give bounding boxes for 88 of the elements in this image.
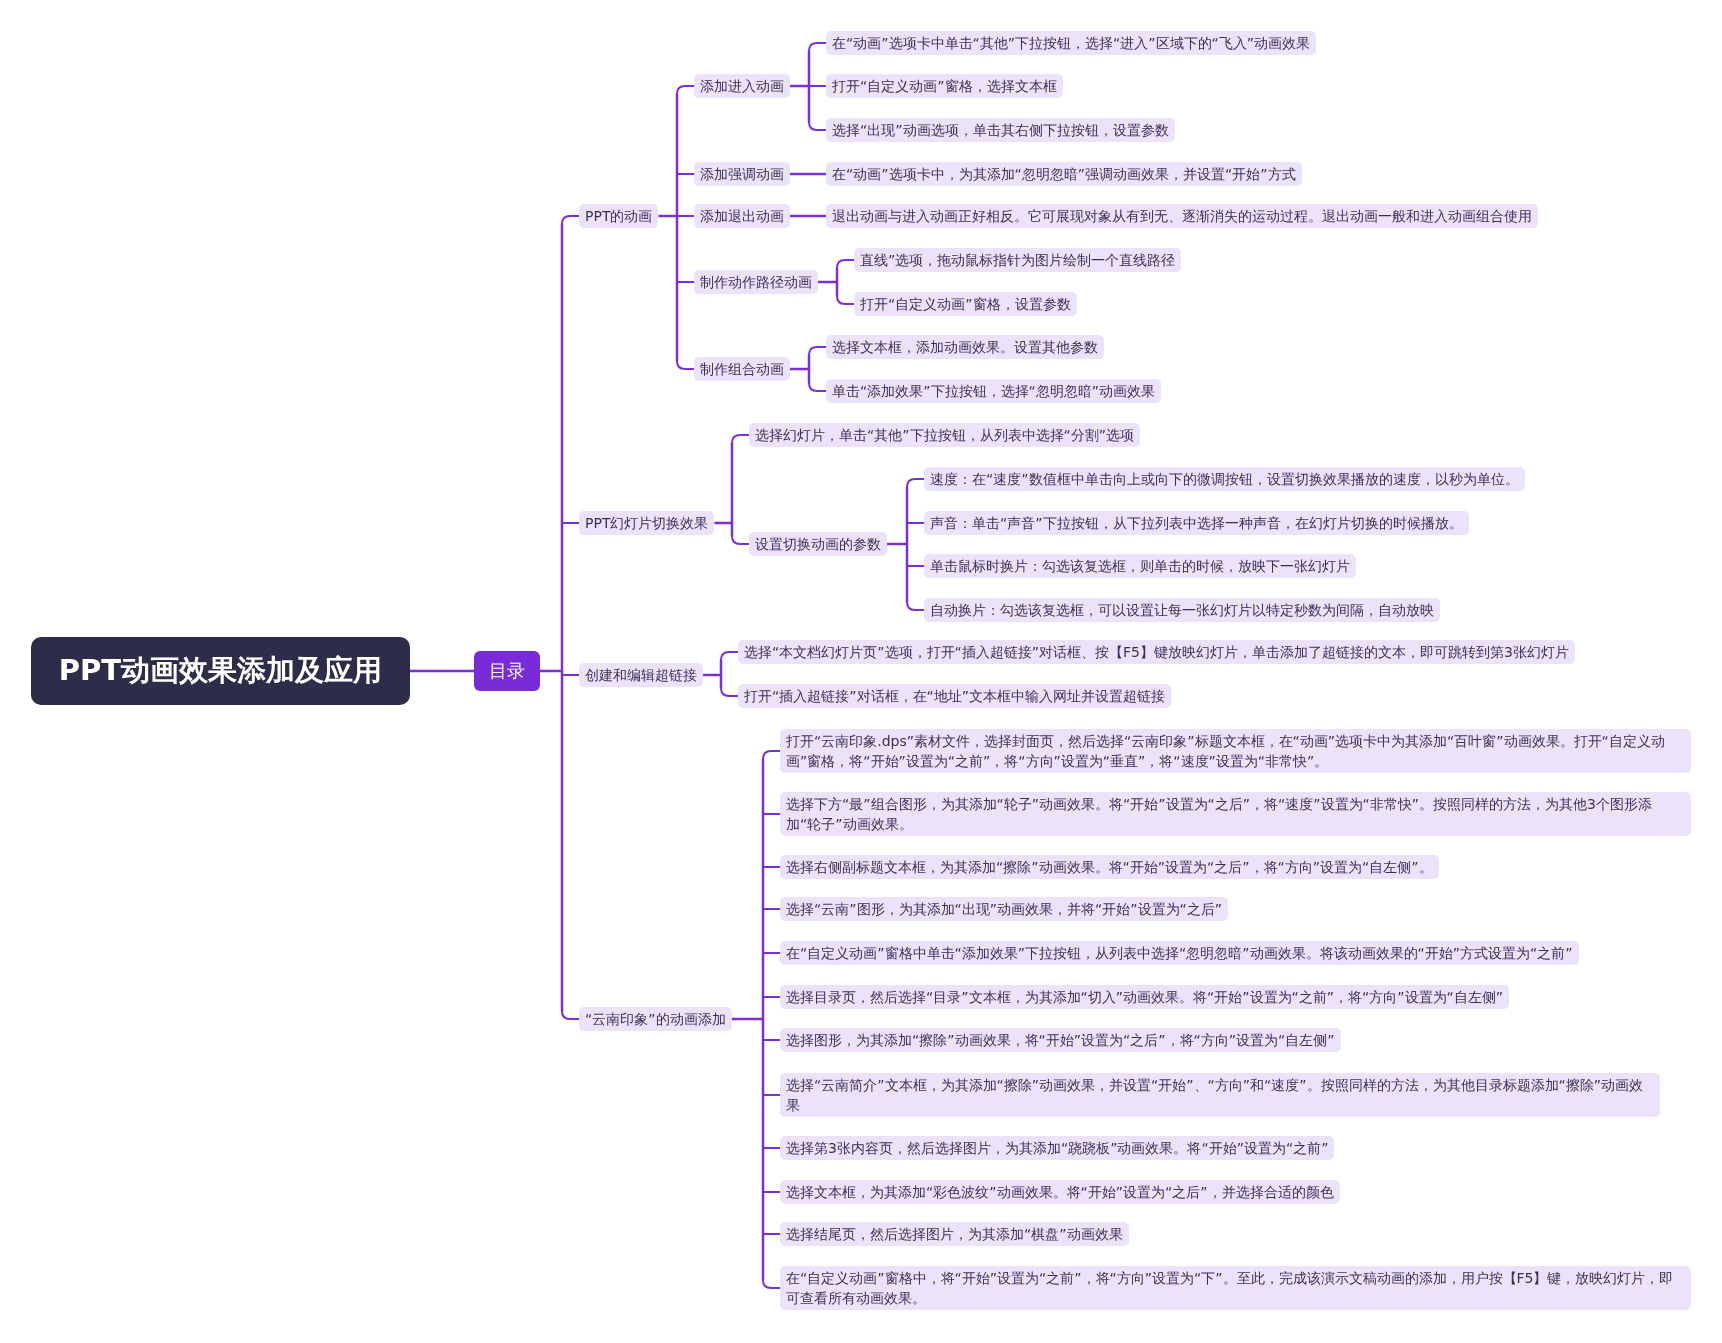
leaf-topic: 直线”选项，拖动鼠标指针为图片绘制一个直线路径 [854, 248, 1182, 272]
connector-line [808, 42, 827, 52]
connector-line [762, 1279, 781, 1289]
leaf-topic: 选择下方“最”组合图形，为其添加“轮子”动画效果。将“开始”设置为“之后”，将“速度”设置为“非常快”。按照同样的方法，为其他3个图形添加“轮子”动画效果。 [780, 792, 1691, 836]
leaf-topic: 打开“自定义动画”窗格，设置参数 [854, 292, 1077, 316]
connector-line [720, 687, 739, 697]
connector-line [790, 172, 826, 176]
leaf-topic: 速度：在“速度”数值框中单击向上或向下的微调按钮，设置切换效果播放的速度，以秒为单位。 [924, 467, 1525, 491]
connector-line [720, 651, 739, 661]
leaf-topic: 选择“云南”图形，为其添加“出现”动画效果，并将“开始”设置为“之后” [780, 897, 1229, 921]
connector-line [676, 281, 695, 283]
leaf-topic: 在“动画”选项卡中单击“其他”下拉按钮，选择“进入”区域下的“飞入”动画效果 [826, 31, 1317, 55]
connector-trunk [701, 658, 723, 690]
leaf-topic: 选择文本框，为其添加“彩色波纹”动画效果。将“开始”设置为“之后”，并选择合适的颜色 [780, 1180, 1340, 1204]
leaf-topic: 在“自定义动画”窗格中单击“添加效果”下拉按钮，从列表中选择“忽明忽暗”动画效果。将该动画效果的“开始”方式设置为“之前” [780, 941, 1579, 965]
connector-trunk [885, 485, 909, 604]
connector-line [808, 346, 827, 356]
leaf-topic: 打开“自定义动画”窗格，选择文本框 [826, 74, 1063, 98]
connector-line [762, 952, 781, 954]
branch-topic: 添加退出动画 [694, 204, 790, 228]
connector-line [906, 565, 925, 567]
connector-trunk [713, 441, 734, 538]
branch-topic: 添加强调动画 [694, 162, 790, 186]
connector-line [762, 1191, 781, 1193]
leaf-topic: 选择“出现”动画选项，单击其右侧下拉按钮，设置参数 [826, 118, 1175, 142]
leaf-topic: 在“自定义动画”窗格中，将“开始”设置为“之前”，将“方向”设置为“下”。至此，完成该演示文稿动画的添加，用户按【F5】键，放映幻灯片，即可查看所有动画效果。 [780, 1266, 1691, 1310]
leaf-topic: 选择“本文档幻灯片页”选项，打开“插入超链接”对话框、按【F5】键放映幻灯片，单击添加了超链接的文本，即可跳转到第3张幻灯片 [738, 640, 1575, 664]
branch-topic: PPT幻灯片切换效果 [579, 511, 715, 535]
connector-line [836, 259, 855, 269]
connector-line [561, 522, 580, 524]
leaf-topic: 选择文本框，添加动画效果。设置其他参数 [826, 335, 1104, 359]
connector-line [762, 750, 781, 760]
connector-line [790, 214, 826, 218]
connector-line [906, 601, 925, 611]
hub-topic: 目录 [474, 651, 540, 691]
branch-topic: 制作组合动画 [694, 357, 790, 381]
connector-line [762, 866, 781, 868]
connector-line [762, 813, 781, 815]
central-topic: PPT动画效果添加及应用 [31, 637, 410, 705]
leaf-topic: 选择幻灯片，单击“其他”下拉按钮，从列表中选择“分割”选项 [749, 423, 1140, 447]
connector-trunk [816, 266, 839, 298]
leaf-topic: 选择目录页，然后选择“目录”文本框，为其添加“切入”动画效果。将“开始”设置为“之前”，将“方向”设置为“自左侧” [780, 985, 1510, 1009]
leaf-topic: 打开“插入超链接”对话框，在“地址”文本框中输入网址并设置超链接 [738, 684, 1171, 708]
connector-line [808, 382, 827, 392]
connector-trunk [730, 757, 765, 1282]
connector-trunk [657, 92, 679, 363]
connector-line [410, 669, 474, 673]
connector-trunk [538, 222, 564, 1013]
connector-line [731, 434, 750, 444]
connector-line [762, 1094, 781, 1096]
connector-line [561, 215, 580, 225]
branch-topic: 制作动作路径动画 [694, 270, 818, 294]
connector-line [762, 1233, 781, 1235]
leaf-topic: 单击鼠标时换片：勾选该复选框，则单击的时候，放映下一张幻灯片 [924, 554, 1356, 578]
leaf-topic: 选择图形，为其添加“擦除”动画效果，将“开始”设置为“之后”，将“方向”设置为“自左侧” [780, 1028, 1341, 1052]
leaf-topic: 选择第3张内容页，然后选择图片，为其添加“跷跷板”动画效果。将“开始”设置为“之前” [780, 1136, 1335, 1160]
connector-line [906, 478, 925, 488]
leaf-topic: 选择右侧副标题文本框，为其添加“擦除”动画效果。将“开始”设置为“之后”，将“方向”设置为“自左侧”。 [780, 855, 1439, 879]
connector-line [762, 1039, 781, 1041]
branch-topic: PPT的动画 [579, 204, 659, 228]
connector-trunk [788, 353, 811, 385]
connector-line [762, 996, 781, 998]
leaf-topic: 声音：单击“声音”下拉按钮，从下拉列表中选择一种声音，在幻灯片切换的时候播放。 [924, 511, 1469, 535]
branch-topic: 创建和编辑超链接 [579, 663, 703, 687]
leaf-topic: 自动换片：勾选该复选框，可以设置让每一张幻灯片以特定秒数为间隔，自动放映 [924, 598, 1440, 622]
connector-line [676, 360, 695, 370]
leaf-topic: 打开“云南印象.dps”素材文件，选择封面页，然后选择“云南印象”标题文本框，在“动画”选项卡中为其添加“百叶窗”动画效果。打开“自定义动画”窗格，将“开始”设置为“之前”，将“方向”设置为“垂直”，将“速度”设置为“非常快”。 [780, 729, 1691, 773]
connector-line [762, 908, 781, 910]
connector-trunk [788, 49, 811, 124]
branch-topic: “云南印象”的动画添加 [579, 1007, 732, 1031]
branch-topic: 添加进入动画 [694, 74, 790, 98]
connector-line [676, 215, 695, 217]
connector-line [561, 674, 580, 676]
leaf-topic: 单击“添加效果”下拉按钮，选择“忽明忽暗”动画效果 [826, 379, 1161, 403]
leaf-topic: 选择“云南简介”文本框，为其添加“擦除”动画效果，并设置“开始”、“方向”和“速度”。按照同样的方法，为其他目录标题添加“擦除”动画效果 [780, 1073, 1660, 1117]
connector-line [808, 121, 827, 131]
connector-line [762, 1147, 781, 1149]
leaf-topic: 在“动画”选项卡中，为其添加“忽明忽暗”强调动画效果，并设置“开始”方式 [826, 162, 1302, 186]
connector-line [808, 85, 827, 87]
branch-topic: 设置切换动画的参数 [749, 532, 887, 556]
connector-line [906, 522, 925, 524]
leaf-topic: 选择结尾页，然后选择图片，为其添加“棋盘”动画效果 [780, 1222, 1129, 1246]
connector-line [676, 85, 695, 95]
leaf-topic: 退出动画与进入动画正好相反。它可展现对象从有到无、逐渐消失的运动过程。退出动画一般和进入动画组合使用 [826, 204, 1538, 228]
connector-line [676, 173, 695, 175]
connector-line [836, 295, 855, 305]
connector-line [561, 1010, 580, 1020]
connector-line [731, 535, 750, 545]
